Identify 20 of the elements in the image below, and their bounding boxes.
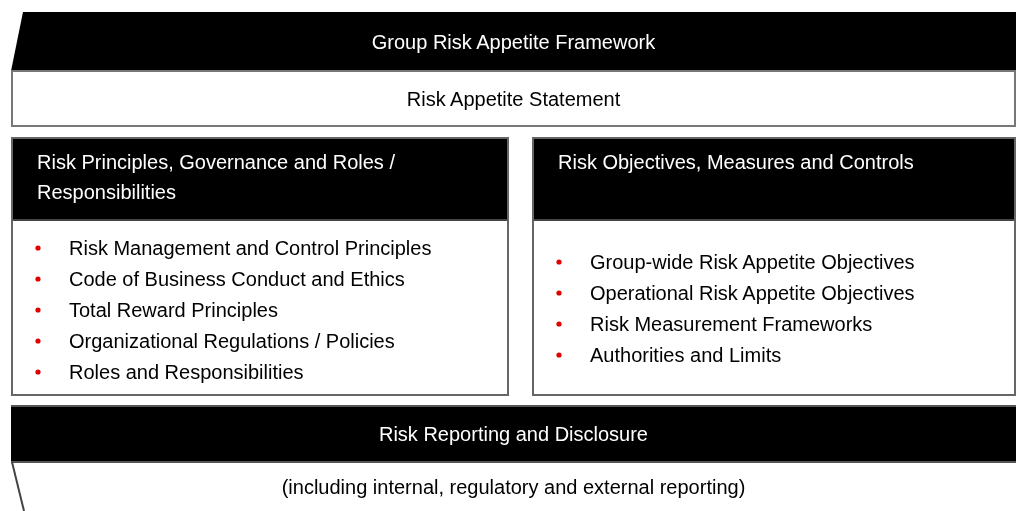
list-item: Organizational Regulations / Policies: [69, 329, 395, 354]
list-item: Risk Measurement Frameworks: [590, 312, 873, 337]
list-item: Group-wide Risk Appetite Objectives: [590, 250, 915, 275]
note-text: (including internal, regulatory and external reporting): [280, 475, 747, 498]
list-item: Code of Business Conduct and Ethics: [69, 267, 405, 292]
panel-box: [11, 137, 509, 396]
panel-heading: Risk Principles, Governance and Roles / Responsibilities: [13, 139, 507, 221]
list-item: Risk Management and Control Principles: [69, 236, 432, 261]
list-item: Authorities and Limits: [590, 343, 782, 368]
list-item: Roles and Responsibilities: [69, 360, 304, 385]
list-item: Operational Risk Appetite Objectives: [590, 281, 915, 306]
framework-band: [11, 12, 1016, 71]
band-title: Group Risk Appetite Framework: [370, 30, 657, 53]
list-item: Total Reward Principles: [69, 298, 278, 323]
panel-box: [532, 137, 1016, 396]
band-title: Risk Appetite Statement: [405, 87, 622, 110]
band-title: Risk Reporting and Disclosure: [378, 422, 649, 446]
reporting-band: [11, 405, 1016, 463]
panel-heading: Risk Objectives, Measures and Controls: [534, 139, 1014, 221]
statement-box: [11, 70, 1016, 127]
